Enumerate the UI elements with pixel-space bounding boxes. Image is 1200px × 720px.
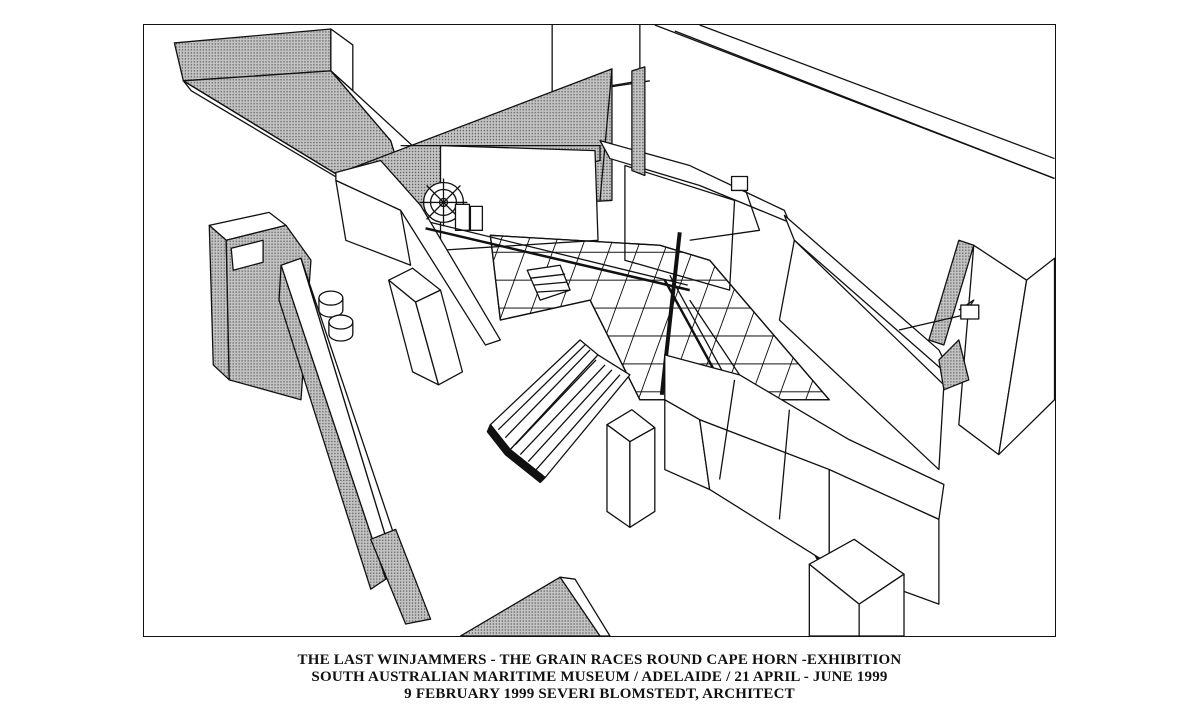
caption-line-venue: SOUTH AUSTRALIAN MARITIME MUSEUM / ADELA… [311, 669, 888, 685]
wall-left-long [208, 211, 432, 625]
pillar-left [388, 267, 464, 386]
wall-bottom-fragment [459, 576, 611, 636]
axonometric-drawing [143, 24, 1056, 637]
ships-wheel [419, 178, 484, 231]
pillar-bottom-right [808, 538, 905, 636]
cargo-crate [526, 264, 571, 301]
exhibition-axonometric [173, 25, 1055, 636]
deck-grid [489, 234, 830, 401]
wall-right-back [730, 175, 1055, 456]
pillar-center [606, 409, 656, 529]
gangway-bench [486, 339, 631, 484]
barrels [318, 290, 354, 342]
drawing-caption: THE LAST WINJAMMERS - THE GRAIN RACES RO… [143, 652, 1056, 703]
caption-line-title: THE LAST WINJAMMERS - THE GRAIN RACES RO… [297, 652, 902, 668]
caption-line-architect: 9 FEBRUARY 1999 SEVERI BLOMSTEDT, ARCHIT… [404, 686, 795, 702]
